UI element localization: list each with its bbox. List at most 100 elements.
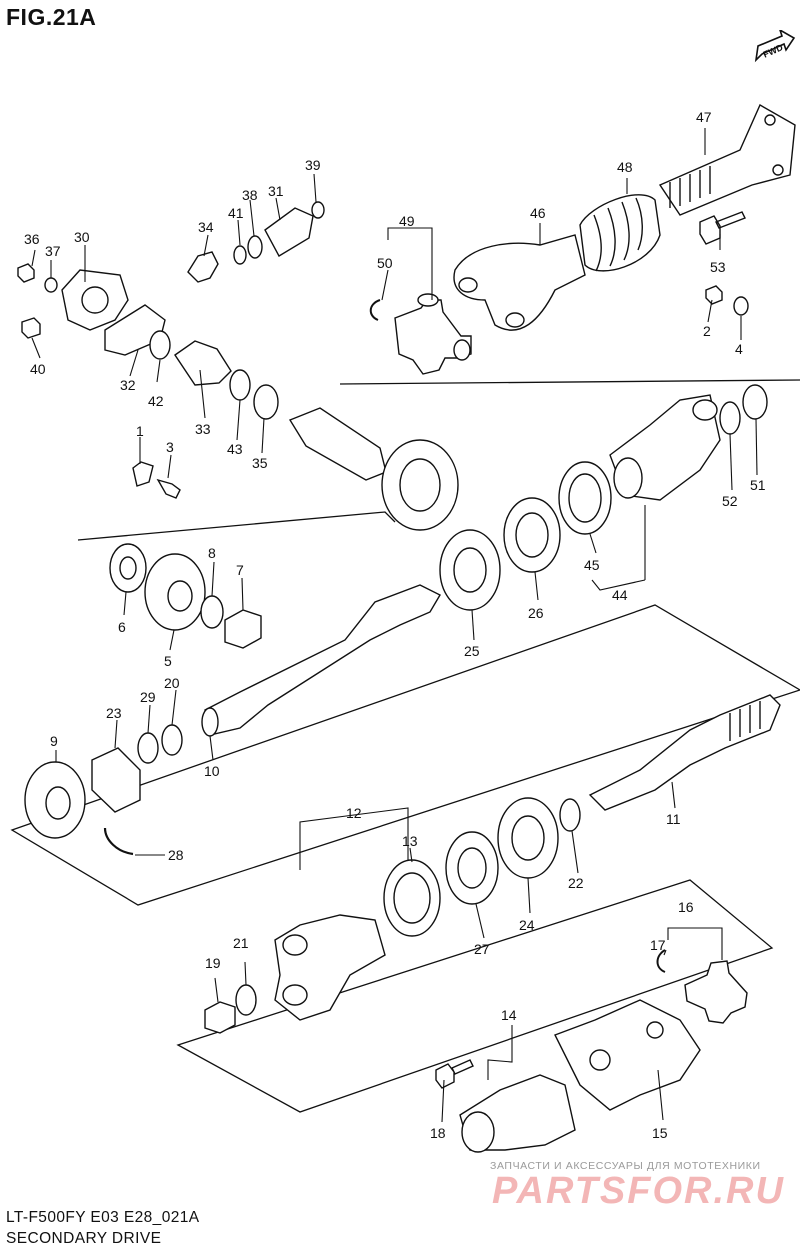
part-17-circlip [656,949,666,973]
callout-43: 43 [227,441,243,457]
callout-42: 42 [148,393,164,409]
callout-5: 5 [164,653,172,669]
part-48-boot [579,194,661,272]
callout-25: 25 [464,643,480,659]
propeller-shaft-yoke-group [369,104,796,375]
callout-8: 8 [208,545,216,561]
callout-51: 51 [750,477,766,493]
part-1-bracket [132,461,154,487]
part-43-spacer [229,369,251,401]
footer-section-name: SECONDARY DRIVE [6,1230,162,1247]
callout-44: 44 [612,587,628,603]
part-18-bolt [435,1059,474,1089]
callout-38: 38 [242,187,258,203]
part-2-bolt [705,285,723,305]
callout-47: 47 [696,109,712,125]
callout-24: 24 [519,917,535,933]
part-15-yoke [554,999,701,1111]
part-11-output-shaft [588,694,781,811]
part-19-nut [204,1001,236,1034]
callout-11: 11 [666,811,681,827]
callout-30: 30 [74,229,90,245]
part-23-bearing [91,747,141,813]
lower-joint-group [435,949,748,1153]
part-shaft-upper [288,407,387,481]
part-35-bearing [253,384,279,420]
callout-40: 40 [30,361,46,377]
middle-assembly-outline [77,511,396,541]
callout-20: 20 [164,675,180,691]
callout-45: 45 [584,557,600,573]
callout-labels: 47 48 46 49 50 53 2 4 39 38 31 41 34 36 … [24,109,766,1141]
watermark-brand: PARTSFOR.RU [492,1170,785,1212]
callout-3: 3 [166,439,174,455]
callout-39: 39 [305,157,321,173]
callout-33: 33 [195,421,211,437]
part-34-gear [187,251,219,283]
callout-29: 29 [140,689,156,705]
callout-27: 27 [474,941,490,957]
callout-48: 48 [617,159,633,175]
part-53-bolt [699,211,746,245]
part-29-washer [137,732,159,764]
callout-37: 37 [45,243,61,259]
part-3-screw [156,478,181,499]
callout-41: 41 [228,205,244,221]
callout-53: 53 [710,259,726,275]
callout-31: 31 [268,183,284,199]
part-33-pinion-gear [174,340,232,386]
callout-26: 26 [528,605,544,621]
callout-50: 50 [377,255,393,271]
footer-model-code: LT-F500FY E03 E28_021A [6,1209,200,1226]
part-49-universal-joint-cross [394,299,472,375]
part-52-washer [719,401,741,435]
callout-19: 19 [205,955,221,971]
callout-6: 6 [118,619,126,635]
callout-18: 18 [430,1125,446,1141]
callout-2: 2 [703,323,711,339]
part-21-washer [235,984,257,1016]
callout-52: 52 [722,493,738,509]
part-42-shim [149,330,171,360]
upper-assembly-outline [339,379,800,385]
callout-22: 22 [568,875,584,891]
part-20-nut [161,724,183,756]
callout-15: 15 [652,1125,668,1141]
watermark-tagline: ЗАПЧАСТИ И АКСЕССУАРЫ ДЛЯ МОТОТЕХНИКИ [490,1160,761,1172]
part-4-washer [733,296,749,316]
part-37-washer [44,277,58,293]
part-36-bolt [17,263,35,283]
callout-9: 9 [50,733,58,749]
callout-4: 4 [735,341,743,357]
part-8-washer [200,595,224,629]
callout-32: 32 [120,377,136,393]
figure-title: FIG.21A [6,4,97,30]
callout-21: 21 [233,935,249,951]
part-7-nut [224,609,262,649]
callout-13: 13 [402,833,418,849]
pinion-group [17,201,459,531]
callout-49: 49 [399,213,415,229]
part-41-washer [233,245,247,265]
leader-lines [31,128,758,1123]
output-shaft-group [204,694,781,1034]
part-47-yoke-shaft [658,104,796,216]
callout-17: 17 [650,937,666,953]
gearcase-parts [24,543,441,856]
callout-12: 12 [346,805,362,821]
part-38-ring [247,235,263,259]
fwd-arrow-icon: FWD [754,30,796,63]
part-31-sleeve [264,207,314,257]
rear-joint-group [439,384,768,611]
part-50-circlip [369,299,381,321]
callout-1: 1 [136,423,144,439]
callout-14: 14 [501,1007,517,1023]
callout-34: 34 [198,219,214,235]
callout-23: 23 [106,705,122,721]
gearcase-assembly-outline [10,604,800,906]
callout-35: 35 [252,455,268,471]
callout-28: 28 [168,847,184,863]
part-10-drive-shaft [204,584,441,736]
part-39-clip [311,201,325,219]
